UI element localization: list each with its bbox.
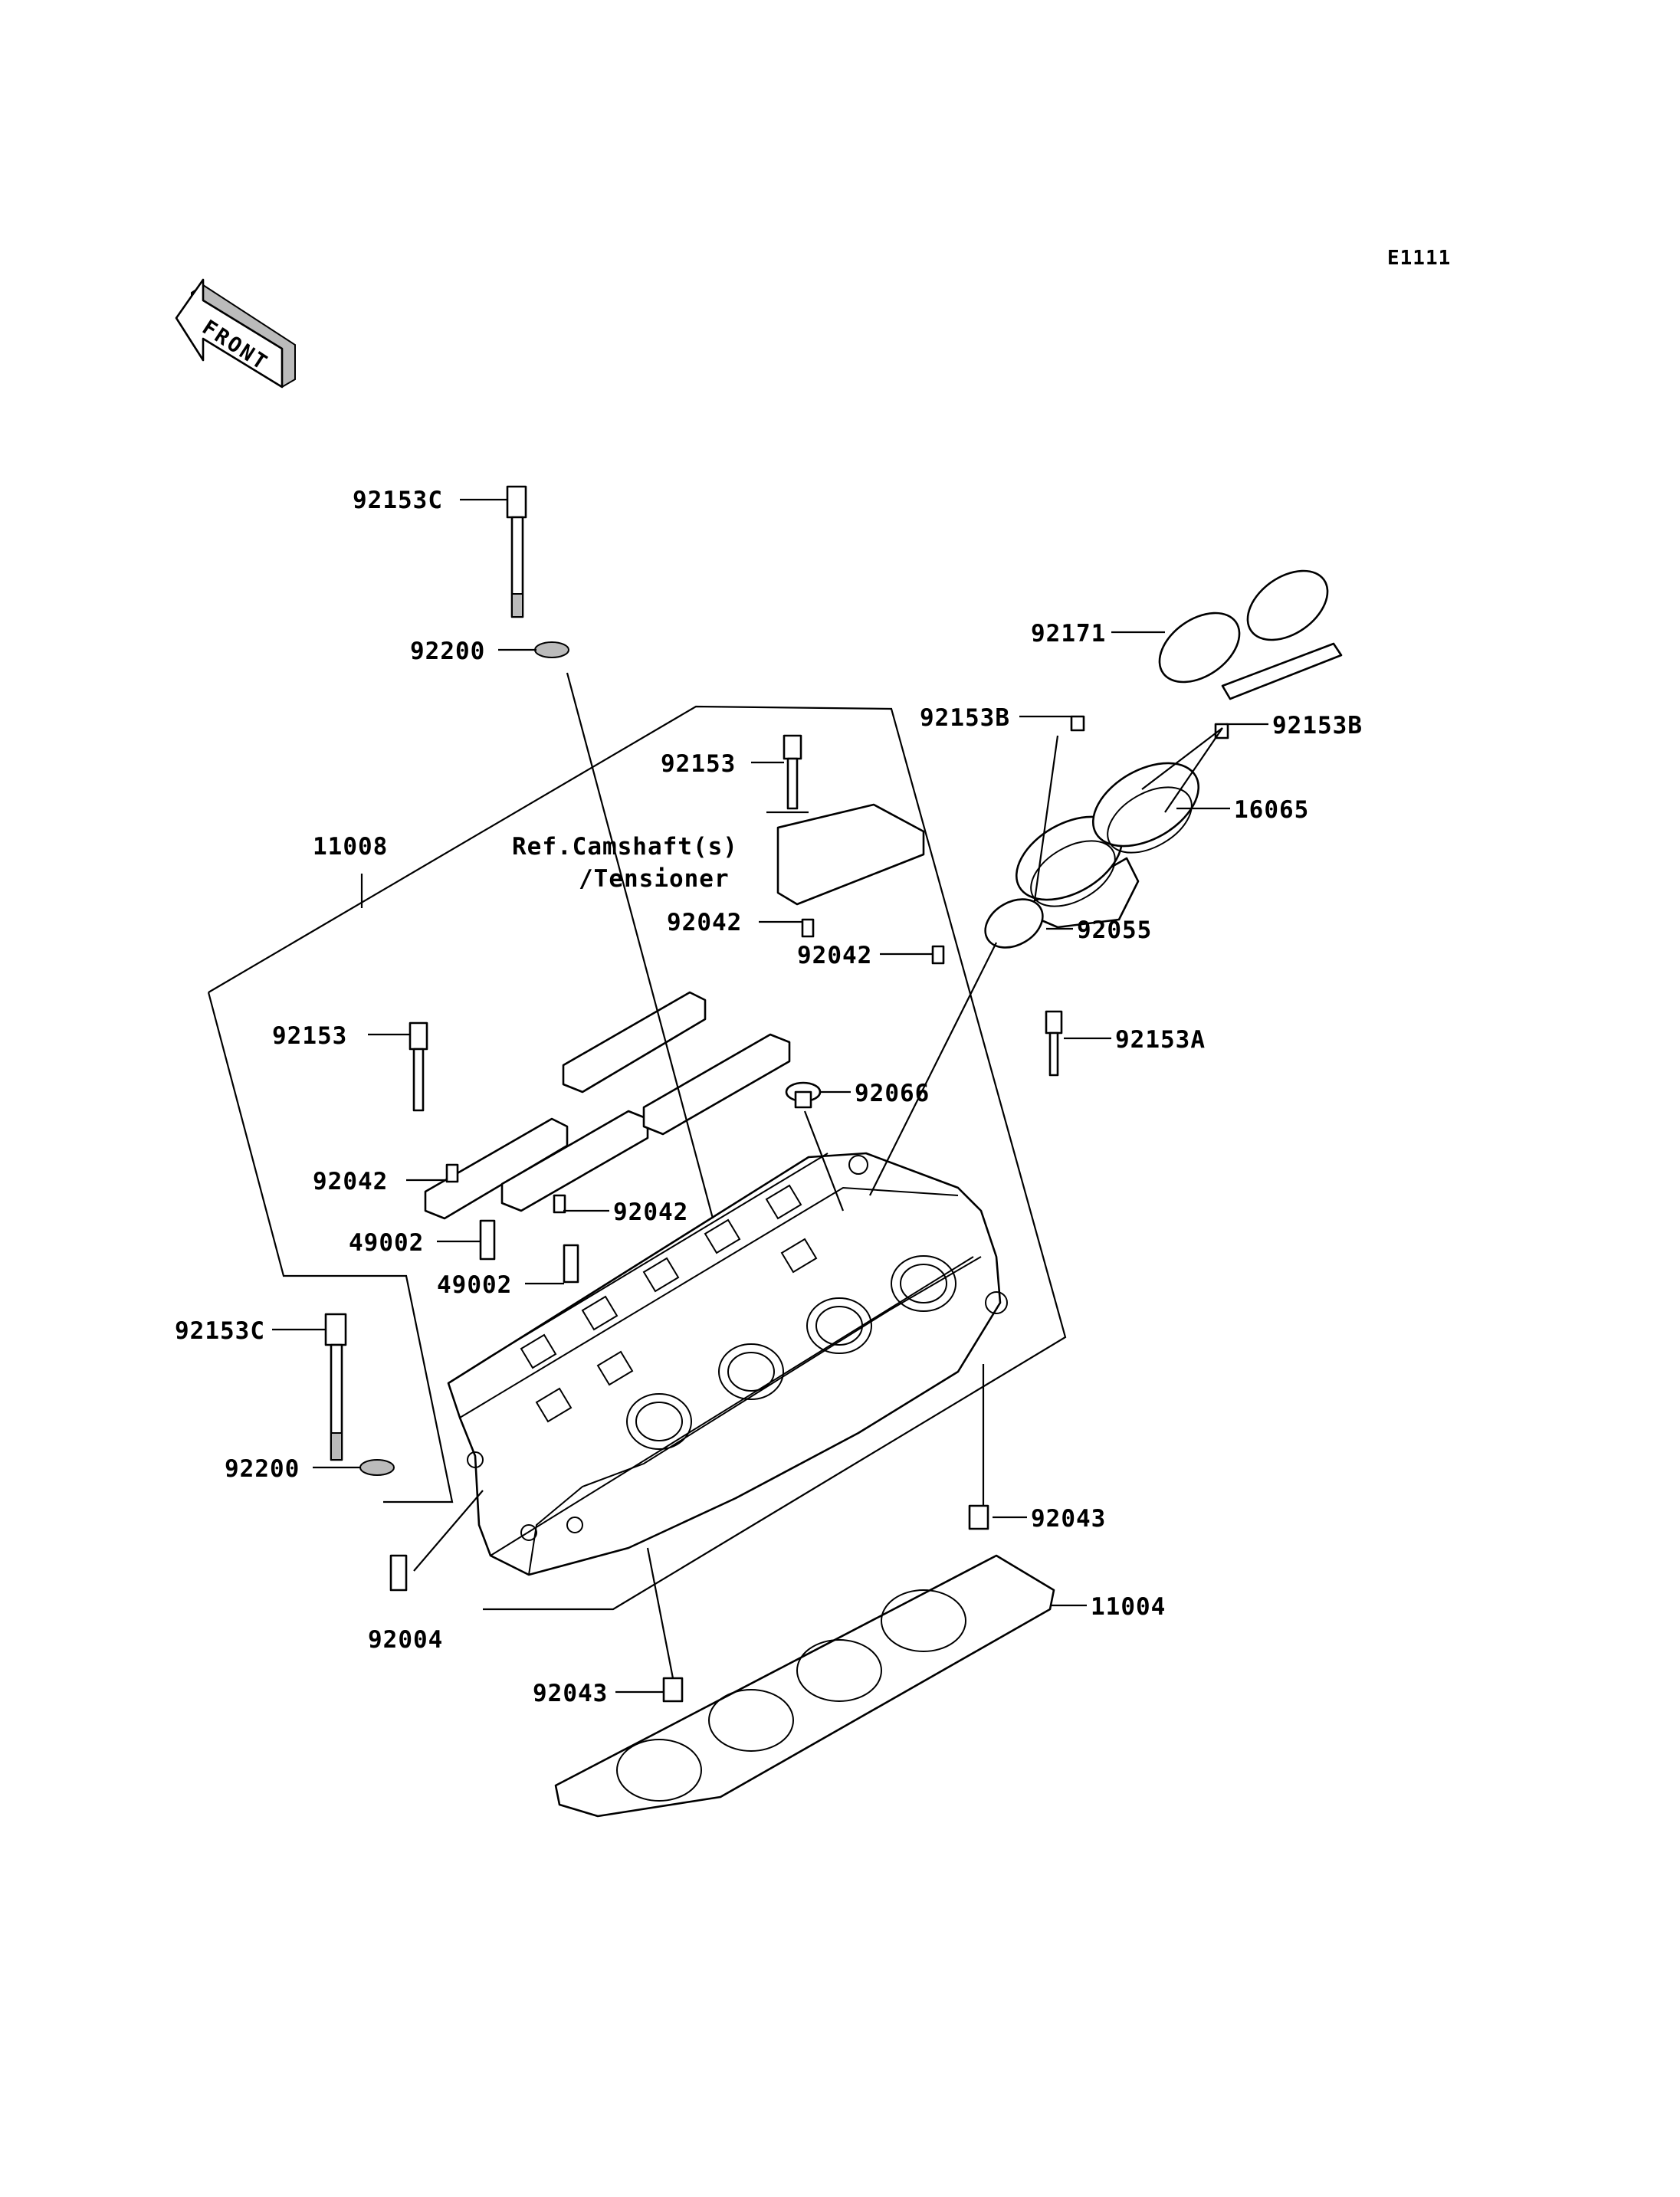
callout-92055: 92055 bbox=[1077, 917, 1152, 944]
callout-92153-cap: 92153 bbox=[661, 750, 736, 778]
ref-note-line1: Ref.Camshaft(s) bbox=[512, 833, 738, 861]
camshaft-caps bbox=[424, 803, 925, 1220]
ref-note-line2: /Tensioner bbox=[579, 865, 730, 893]
callout-92043-left: 92043 bbox=[533, 1680, 608, 1707]
callout-92153B-right: 92153B bbox=[1272, 712, 1363, 739]
callout-92042-d: 92042 bbox=[613, 1199, 688, 1226]
callout-11004: 11004 bbox=[1091, 1593, 1166, 1621]
front-arrow-icon: FRONT bbox=[175, 278, 296, 389]
callout-92042-b: 92042 bbox=[797, 942, 872, 969]
callout-labels: 92153C 92200 92153 11008 92042 92042 921… bbox=[175, 487, 1363, 1707]
callout-92004: 92004 bbox=[368, 1626, 443, 1654]
callout-92042-c: 92042 bbox=[313, 1168, 388, 1195]
callout-92066: 92066 bbox=[855, 1080, 930, 1107]
callout-92153B-left: 92153B bbox=[920, 704, 1010, 732]
head-gasket bbox=[554, 1554, 1055, 1818]
callout-92043-right: 92043 bbox=[1031, 1505, 1106, 1533]
callout-49002-b: 49002 bbox=[437, 1271, 512, 1299]
callout-92153A: 92153A bbox=[1115, 1026, 1206, 1054]
callout-16065: 16065 bbox=[1234, 796, 1309, 824]
callout-49002-a: 49002 bbox=[349, 1229, 424, 1257]
callout-92200-top: 92200 bbox=[410, 638, 485, 665]
callout-92153C-top: 92153C bbox=[353, 487, 443, 514]
callout-92042-a: 92042 bbox=[667, 909, 742, 936]
callout-11008: 11008 bbox=[313, 833, 388, 861]
cylinder-head bbox=[447, 1152, 1008, 1576]
callout-92153C-bottom: 92153C bbox=[175, 1317, 265, 1345]
fasteners bbox=[324, 485, 1063, 1703]
diagram-code: E1111 bbox=[1387, 247, 1451, 270]
intake-holders bbox=[984, 569, 1343, 949]
leader-lines bbox=[272, 498, 1268, 1694]
callout-92153-left: 92153 bbox=[272, 1022, 347, 1050]
cylinder-head-group-outline bbox=[207, 705, 1067, 1611]
callout-92171: 92171 bbox=[1031, 620, 1106, 648]
callout-92200-bottom: 92200 bbox=[225, 1455, 300, 1483]
